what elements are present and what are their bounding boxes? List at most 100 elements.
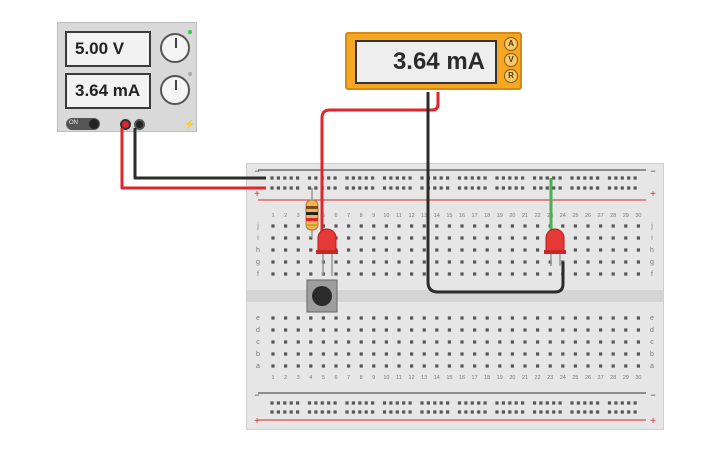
grid-hole[interactable] bbox=[599, 352, 603, 356]
rail-hole[interactable] bbox=[345, 186, 349, 190]
rail-hole[interactable] bbox=[433, 186, 437, 190]
grid-hole[interactable] bbox=[611, 340, 615, 344]
grid-hole[interactable] bbox=[359, 248, 363, 252]
grid-hole[interactable] bbox=[410, 260, 414, 264]
grid-hole[interactable] bbox=[460, 364, 464, 368]
rail-hole[interactable] bbox=[307, 410, 312, 414]
rail-hole[interactable] bbox=[314, 176, 318, 180]
grid-hole[interactable] bbox=[359, 340, 363, 344]
grid-hole[interactable] bbox=[611, 364, 615, 368]
grid-hole[interactable] bbox=[636, 328, 640, 332]
grid-hole[interactable] bbox=[510, 364, 514, 368]
rail-hole[interactable] bbox=[333, 410, 337, 414]
rail-hole[interactable] bbox=[382, 401, 387, 405]
grid-hole[interactable] bbox=[347, 236, 351, 240]
grid-hole[interactable] bbox=[397, 260, 401, 264]
rail-hole[interactable] bbox=[576, 176, 580, 180]
grid-hole[interactable] bbox=[510, 224, 514, 228]
grid-hole[interactable] bbox=[359, 272, 363, 276]
grid-hole[interactable] bbox=[347, 364, 351, 368]
grid-hole[interactable] bbox=[536, 236, 540, 240]
grid-hole[interactable] bbox=[284, 260, 288, 264]
rail-hole[interactable] bbox=[276, 410, 280, 414]
grid-hole[interactable] bbox=[624, 328, 628, 332]
grid-hole[interactable] bbox=[548, 352, 552, 356]
led-2[interactable] bbox=[544, 228, 566, 266]
grid-hole[interactable] bbox=[510, 248, 514, 252]
rail-hole[interactable] bbox=[420, 176, 424, 180]
grid-hole[interactable] bbox=[410, 328, 414, 332]
rail-hole[interactable] bbox=[426, 410, 430, 414]
rail-hole[interactable] bbox=[364, 176, 368, 180]
led-1[interactable] bbox=[316, 228, 338, 276]
grid-hole[interactable] bbox=[284, 316, 288, 320]
grid-hole[interactable] bbox=[510, 272, 514, 276]
grid-hole[interactable] bbox=[536, 340, 540, 344]
grid-hole[interactable] bbox=[599, 224, 603, 228]
grid-hole[interactable] bbox=[510, 316, 514, 320]
mode-button-v[interactable]: V bbox=[504, 53, 518, 67]
grid-hole[interactable] bbox=[536, 328, 540, 332]
grid-hole[interactable] bbox=[636, 352, 640, 356]
rail-hole[interactable] bbox=[532, 401, 537, 405]
grid-hole[interactable] bbox=[422, 352, 426, 356]
breadboard-holes[interactable] bbox=[270, 176, 640, 414]
grid-hole[interactable] bbox=[372, 316, 376, 320]
rail-hole[interactable] bbox=[495, 401, 499, 405]
grid-hole[interactable] bbox=[435, 364, 439, 368]
grid-hole[interactable] bbox=[284, 352, 288, 356]
rail-hole[interactable] bbox=[633, 401, 637, 405]
grid-hole[interactable] bbox=[498, 328, 502, 332]
grid-hole[interactable] bbox=[271, 352, 275, 356]
grid-hole[interactable] bbox=[498, 316, 502, 320]
rail-hole[interactable] bbox=[596, 176, 600, 180]
grid-hole[interactable] bbox=[422, 328, 426, 332]
grid-hole[interactable] bbox=[372, 236, 376, 240]
rail-hole[interactable] bbox=[545, 186, 549, 190]
rail-hole[interactable] bbox=[596, 186, 600, 190]
rail-hole[interactable] bbox=[389, 176, 393, 180]
grid-hole[interactable] bbox=[536, 224, 540, 228]
grid-hole[interactable] bbox=[485, 272, 489, 276]
mode-button-r[interactable]: R bbox=[504, 69, 518, 83]
rail-hole[interactable] bbox=[532, 176, 537, 180]
grid-hole[interactable] bbox=[422, 364, 426, 368]
rail-hole[interactable] bbox=[270, 176, 274, 180]
rail-hole[interactable] bbox=[570, 401, 574, 405]
grid-hole[interactable] bbox=[460, 340, 464, 344]
grid-hole[interactable] bbox=[309, 272, 313, 276]
grid-hole[interactable] bbox=[422, 316, 426, 320]
rail-hole[interactable] bbox=[327, 186, 331, 190]
rail-hole[interactable] bbox=[270, 410, 274, 414]
rail-hole[interactable] bbox=[545, 410, 549, 414]
rail-hole[interactable] bbox=[296, 401, 300, 405]
grid-hole[interactable] bbox=[548, 328, 552, 332]
grid-hole[interactable] bbox=[410, 352, 414, 356]
grid-hole[interactable] bbox=[384, 316, 388, 320]
grid-hole[interactable] bbox=[624, 340, 628, 344]
grid-hole[interactable] bbox=[599, 364, 603, 368]
grid-hole[interactable] bbox=[347, 260, 351, 264]
grid-hole[interactable] bbox=[624, 224, 628, 228]
rail-hole[interactable] bbox=[583, 176, 587, 180]
grid-hole[interactable] bbox=[334, 340, 338, 344]
rail-hole[interactable] bbox=[395, 186, 399, 190]
rail-hole[interactable] bbox=[570, 186, 574, 190]
grid-hole[interactable] bbox=[384, 340, 388, 344]
rail-hole[interactable] bbox=[607, 176, 612, 180]
grid-hole[interactable] bbox=[498, 352, 502, 356]
rail-hole[interactable] bbox=[539, 410, 543, 414]
rail-hole[interactable] bbox=[439, 410, 443, 414]
rail-hole[interactable] bbox=[420, 410, 424, 414]
grid-hole[interactable] bbox=[624, 260, 628, 264]
grid-hole[interactable] bbox=[435, 340, 439, 344]
grid-hole[interactable] bbox=[485, 352, 489, 356]
grid-hole[interactable] bbox=[347, 248, 351, 252]
grid-hole[interactable] bbox=[384, 224, 388, 228]
grid-hole[interactable] bbox=[422, 260, 426, 264]
rail-hole[interactable] bbox=[477, 186, 481, 190]
grid-hole[interactable] bbox=[384, 352, 388, 356]
grid-hole[interactable] bbox=[309, 248, 313, 252]
grid-hole[interactable] bbox=[548, 272, 552, 276]
rail-hole[interactable] bbox=[495, 410, 499, 414]
